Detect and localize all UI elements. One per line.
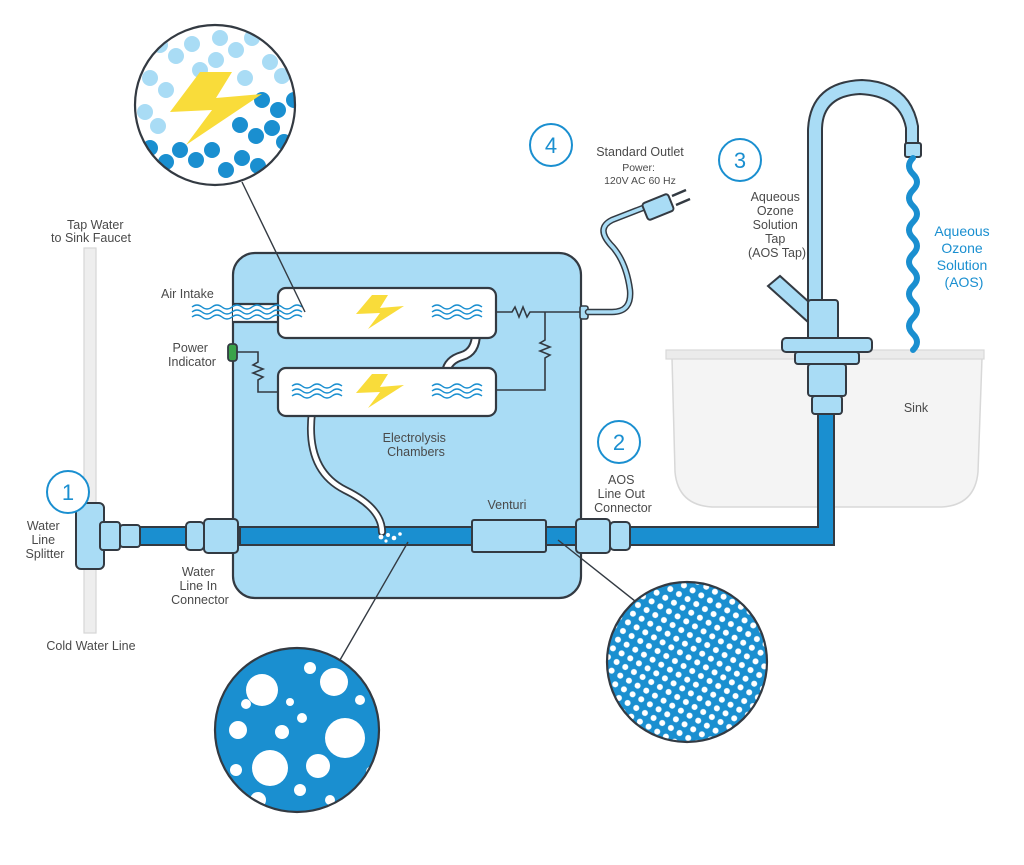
zoom-ozone-molecules (133, 23, 297, 187)
sink-label: Sink (904, 401, 929, 415)
svg-text:3: 3 (734, 148, 746, 173)
svg-text:4: 4 (545, 133, 557, 158)
marker-2: 2 (597, 420, 641, 464)
appliance-housing (231, 251, 583, 600)
zoom-gas-bubbles (213, 646, 381, 814)
aos-tap-faucet (766, 78, 922, 415)
electrolysis-chamber-top (276, 286, 498, 340)
cold-water-label: Cold Water Line (46, 639, 135, 653)
power-indicator-light (227, 343, 238, 362)
splitter-label: Water Line Splitter (26, 519, 65, 561)
chambers-label: Electrolysis Chambers (383, 431, 450, 459)
outlet-title-label: Standard Outlet (596, 145, 684, 159)
water-line (95, 411, 835, 546)
air-intake-label: Air Intake (161, 287, 214, 301)
aos-tap-label: Aqueous Ozone Solution Tap (AOS Tap) (748, 190, 806, 260)
svg-text:1: 1 (62, 480, 74, 505)
outlet-power-label: Power: 120V AC 60 Hz (604, 162, 676, 187)
bubbles-injection (378, 532, 402, 543)
circuit-wiring (237, 304, 583, 393)
zoom-aqueous-solution (605, 580, 769, 744)
aos-label: Aqueous Ozone Solution (AOS) (934, 223, 993, 290)
marker-3: 3 (718, 138, 762, 182)
line-out-label: AOS Line Out Connector (594, 473, 652, 515)
venturi (471, 519, 547, 553)
marker-1: 1 (46, 470, 90, 514)
power-cord (584, 188, 691, 316)
water-line-splitter (75, 502, 141, 570)
marker-4: 4 (529, 123, 573, 167)
power-indicator-label: Power Indicator (168, 341, 216, 369)
aos-stream (906, 155, 920, 353)
tap-water-label: Tap Water to Sink Faucet (51, 218, 131, 245)
line-in-label: Water Line In Connector (171, 565, 229, 607)
svg-text:2: 2 (613, 430, 625, 455)
cold-water-pipe (83, 247, 97, 634)
venturi-label: Venturi (488, 498, 527, 512)
aos-line-out-connector (575, 518, 631, 554)
water-line-in-connector (185, 518, 239, 554)
air-waves (191, 304, 483, 399)
